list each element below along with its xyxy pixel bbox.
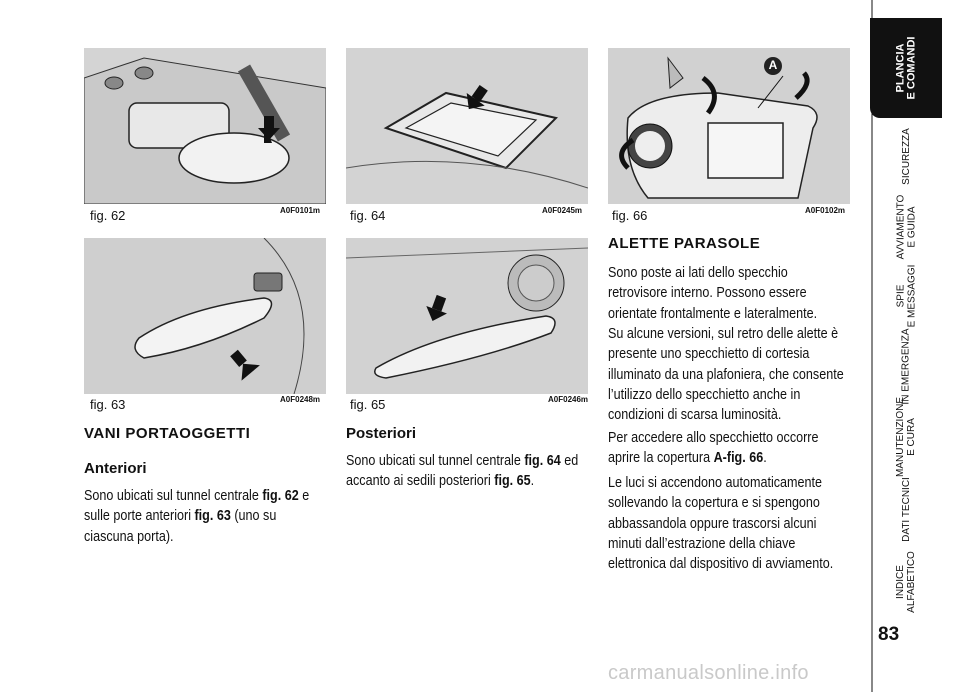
figure-64-rear-tunnel (346, 48, 588, 204)
tab-avviamento-guida[interactable]: AVVIAMENTO E GUIDA (870, 192, 942, 262)
figure-66-code: A0F0102m (805, 206, 846, 215)
chapter-sidebar: PLANCIA E COMANDI SICUREZZA AVVIAMENTO E… (870, 0, 960, 692)
figure-62-caption: fig. 62 (90, 208, 126, 223)
fig-ref-62: fig. 62 (262, 488, 299, 504)
text-run: (uno su ciascuna porta). (84, 508, 277, 545)
fig-ref-64: fig. 64 (524, 453, 561, 469)
tab-label: DATI TECNICI (900, 476, 912, 542)
tab-label: INDICE ALFABETICO (895, 551, 917, 613)
figure-64-code: A0F0245m (542, 206, 583, 215)
paragraph-alette-3: Per accedere allo specchietto occorre ap… (608, 428, 850, 469)
paragraph-anteriori: Sono ubicati sul tunnel centrale fig. 62… (84, 486, 326, 547)
page-number: 83 (878, 624, 900, 645)
tab-in-emergenza[interactable]: IN EMERGENZA (870, 327, 942, 405)
figure-66-sun-visor: A (608, 48, 850, 204)
section-heading-alette: ALETTE PARASOLE (608, 235, 761, 252)
fig-ref-63: fig. 63 (194, 508, 231, 525)
text-run: Sono ubicati sul tunnel centrale (84, 488, 263, 504)
tab-label: MANUTENZIONE E CURA (895, 397, 917, 477)
tab-label: IN EMERGENZA (900, 327, 912, 405)
figure-62-code: A0F0101m (280, 206, 321, 215)
tab-label: SPIE E MESSAGGI (894, 264, 917, 328)
fig-ref-66: A-fig. 66 (713, 450, 764, 467)
figure-63-caption: fig. 63 (90, 397, 126, 412)
callout-a-label: A (768, 58, 778, 72)
figure-62-console-tray (84, 48, 326, 204)
watermark: carmanualsonline.info (608, 662, 809, 684)
paragraph-alette-4: Le luci si accendono automaticamente sol… (608, 475, 834, 573)
text-run: e sulle porte anteriori (84, 488, 310, 525)
paragraph-alette-1: Sono poste ai lati dello specchio retrov… (608, 265, 818, 322)
tab-indice-alfabetico[interactable]: INDICE ALFABETICO (870, 546, 942, 618)
text-run: Per accedere allo specchietto occorre ap… (608, 430, 819, 467)
figure-65-caption: fig. 65 (350, 397, 386, 412)
sidebar-divider-lines (871, 0, 873, 692)
tab-dati-tecnici[interactable]: DATI TECNICI (870, 472, 942, 546)
fig-ref-65: fig. 65 (494, 473, 531, 490)
tab-sicurezza[interactable]: SICUREZZA (870, 120, 942, 192)
door-illustration (84, 238, 326, 394)
tab-manutenzione-cura[interactable]: MANUTENZIONE E CURA (870, 397, 942, 477)
text-run: . (530, 473, 535, 490)
rear-pocket-illustration (346, 238, 588, 394)
tab-plancia-comandi[interactable]: PLANCIA E COMANDI (870, 18, 942, 118)
console-illustration (84, 48, 326, 204)
tab-label: AVVIAMENTO E GUIDA (895, 194, 917, 260)
tab-spie-messaggi[interactable]: SPIE E MESSAGGI (870, 262, 942, 330)
tab-label: PLANCIA E COMANDI (893, 36, 917, 100)
subheading-posteriori: Posteriori (346, 425, 417, 442)
paragraph-alette-2: Su alcune versioni, sul retro delle alet… (608, 326, 844, 424)
figure-63-code: A0F0248m (280, 395, 321, 404)
paragraph-posteriori: Sono ubicati sul tunnel centrale fig. 64… (346, 451, 588, 492)
text-run: Sono ubicati sul tunnel centrale (346, 453, 525, 469)
figure-64-caption: fig. 64 (350, 208, 386, 223)
figure-63-door-pocket (84, 238, 326, 394)
rear-tunnel-illustration (346, 48, 588, 204)
text-run: ed accanto ai sedili posteriori (346, 453, 579, 490)
figure-65-code: A0F0246m (548, 395, 589, 404)
subheading-anteriori: Anteriori (84, 460, 147, 477)
section-heading-vani: VANI PORTAOGGETTI (84, 425, 251, 442)
text-run: . (763, 450, 767, 467)
figure-66-caption: fig. 66 (612, 208, 648, 223)
figure-65-rear-pocket (346, 238, 588, 394)
sun-visor-illustration (608, 48, 850, 204)
tab-label: SICUREZZA (900, 127, 912, 185)
